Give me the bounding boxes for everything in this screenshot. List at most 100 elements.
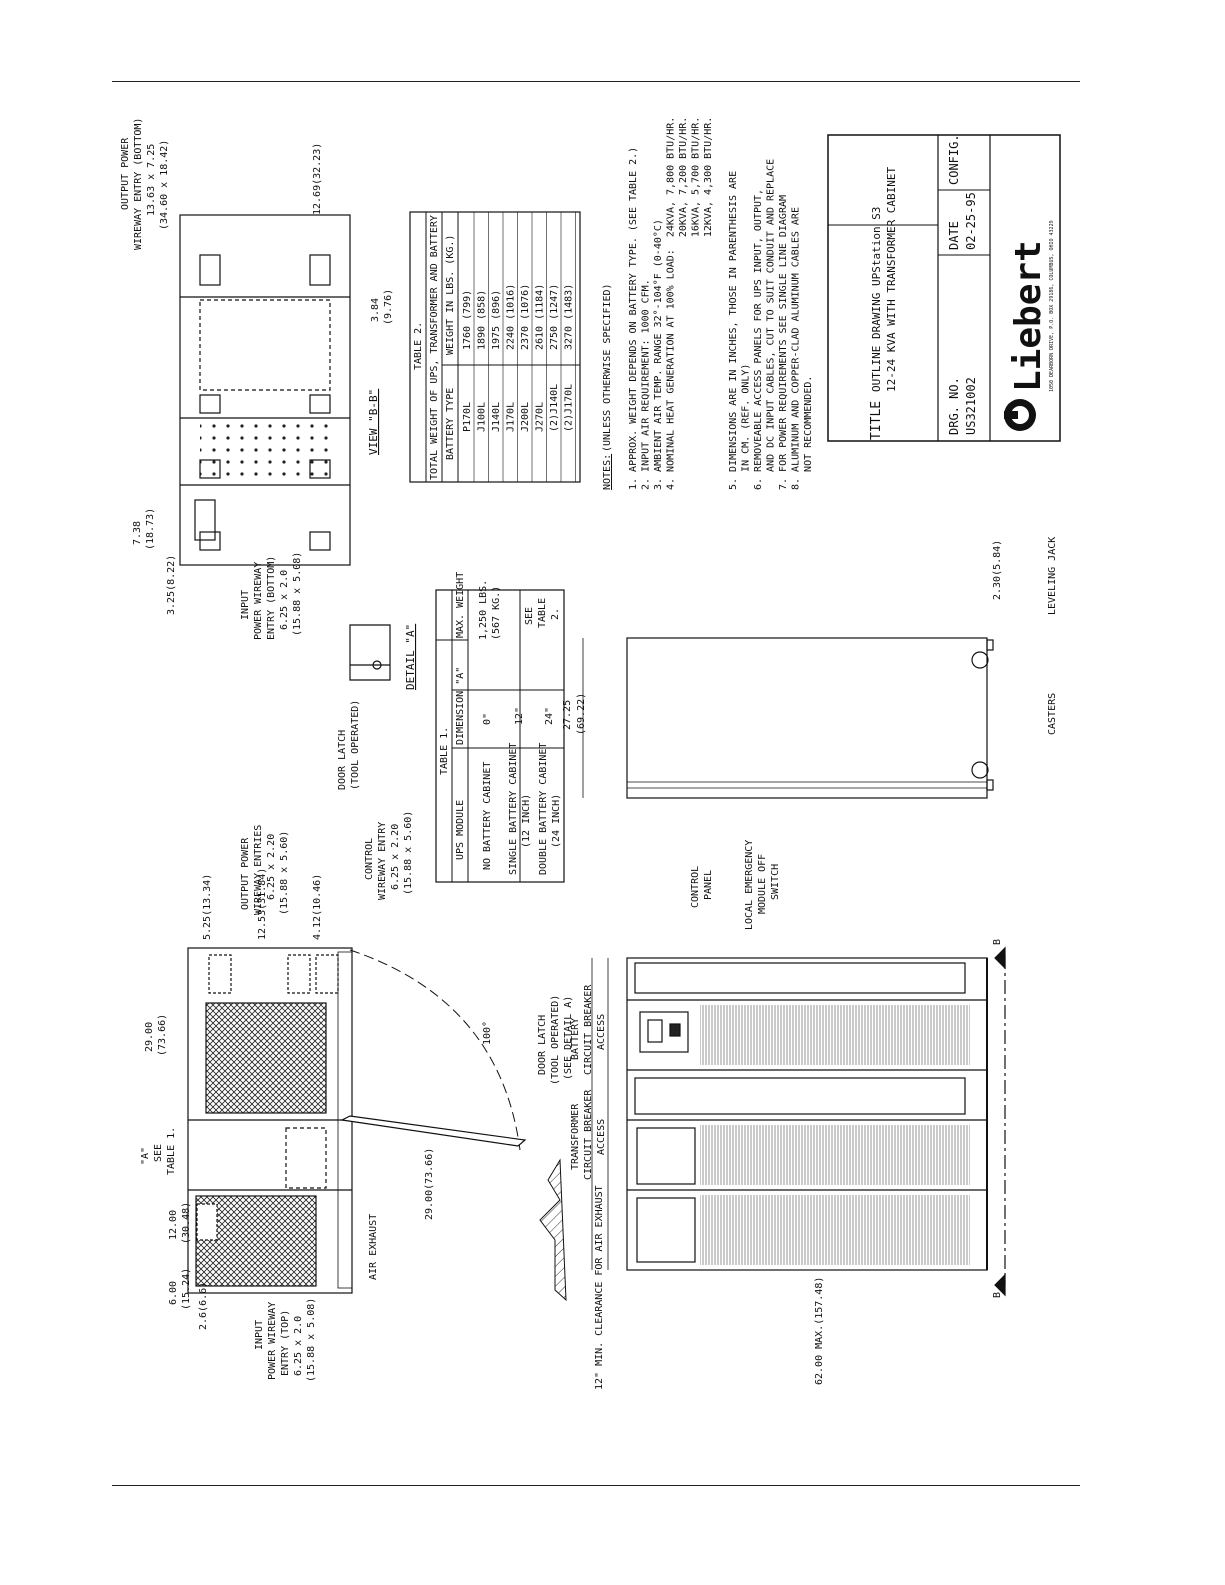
svg-text:BATTERY: BATTERY	[570, 1018, 581, 1060]
open-door-leaf	[340, 1115, 527, 1147]
table-1-row: DOUBLE BATTERY CABINET (24 INCH) 24"	[538, 707, 562, 875]
svg-text:J270L: J270L	[535, 402, 546, 432]
svg-text:6.25 x 2.20: 6.25 x 2.20	[266, 834, 277, 900]
bottom-dim-3b: (9.76)	[383, 289, 394, 325]
table-2-title: TABLE 2.	[413, 322, 424, 370]
svg-text:SINGLE BATTERY CABINET: SINGLE BATTERY CABINET	[508, 743, 519, 875]
front-louvers-battery	[700, 1125, 970, 1185]
note-line: IN CM. (REF. ONLY)	[741, 364, 752, 490]
svg-text:POWER WIREWAY: POWER WIREWAY	[267, 1302, 278, 1380]
svg-text:6.25 x 2.0: 6.25 x 2.0	[279, 570, 290, 630]
svg-text:2750 (1247): 2750 (1247)	[549, 284, 560, 350]
svg-text:DOOR LATCH: DOOR LATCH	[537, 1015, 548, 1075]
bottom-input-entry	[194, 499, 216, 541]
svg-text:ENTRY (BOTTOM): ENTRY (BOTTOM)	[266, 556, 277, 640]
control-panel-label: CONTROL PANEL	[690, 866, 714, 908]
note-line: 2. INPUT AIR REQUIREMENT: 1000 CFM.	[641, 279, 652, 490]
caster-wheel	[971, 651, 989, 669]
svg-text:SEE: SEE	[524, 607, 535, 625]
svg-text:J200L: J200L	[520, 402, 531, 432]
svg-text:(15.88 x 5.08): (15.88 x 5.08)	[292, 552, 303, 636]
detail-a-labels: DOOR LATCH (TOOL OPERATED) DETAIL "A"	[337, 624, 417, 790]
top-input-entry	[196, 1203, 218, 1241]
top-dim-2b: (15.24)	[181, 1268, 192, 1310]
jack-dim-label: 2.30(5.84)	[992, 540, 1003, 600]
front-view-clearance	[539, 958, 609, 1302]
svg-text:J140L: J140L	[491, 402, 502, 432]
detail-a-latch-shape	[349, 624, 391, 681]
section-mark-top: B	[992, 939, 1003, 945]
svg-text:P170L: P170L	[462, 402, 473, 432]
top-dim-4c: TABLE 1.	[166, 1127, 177, 1175]
svg-text:24": 24"	[544, 707, 555, 725]
top-dim-5a: 29.00	[144, 1022, 155, 1052]
side-view	[582, 637, 994, 799]
front-louvers-ups	[700, 1005, 970, 1065]
note-line: 3. AMBIENT AIR TEMP. RANGE 32°-104°F (0-…	[653, 219, 664, 490]
battery-cb-label: BATTERY CIRCUIT BREAKER ACCESS	[570, 984, 607, 1075]
note-line: 1. APPROX. WEIGHT DEPENDS ON BATTERY TYP…	[628, 147, 639, 490]
bottom-dim-4: 12.69(32.23)	[312, 143, 323, 215]
svg-text:6.25 x 2.20: 6.25 x 2.20	[390, 824, 401, 890]
bottom-perforated-area	[200, 422, 330, 480]
svg-text:2240 (1016): 2240 (1016)	[506, 284, 517, 350]
drg-value: US321002	[964, 377, 978, 435]
title-block: TITLE OUTLINE DRAWING UPStation S3 12-24…	[827, 134, 1061, 442]
table-1: TABLE 1. UPS MODULE DIMENSION "A" MAX. W…	[435, 572, 565, 883]
svg-text:1760 (799): 1760 (799)	[462, 290, 473, 350]
title-label: TITLE	[869, 401, 884, 440]
svg-text:LOCAL EMERGENCY: LOCAL EMERGENCY	[744, 840, 755, 930]
top-dim-2a: 6.00	[168, 1281, 179, 1305]
top-door-panel	[285, 1127, 327, 1189]
svg-text:(SEE DETAIL A): (SEE DETAIL A)	[563, 996, 574, 1080]
note-line: 5. DIMENSIONS ARE IN INCHES, THOSE IN PA…	[728, 171, 739, 490]
bottom-dim-2b: (18.73)	[145, 508, 156, 550]
front-blank-panel	[634, 962, 966, 994]
svg-text:6.25 x 2.0: 6.25 x 2.0	[293, 1316, 304, 1376]
top-output-entry-2	[287, 954, 311, 994]
date-value: 02-25-95	[964, 192, 978, 250]
bottom-view-labels: VIEW "B-B" INPUT POWER WIREWAY ENTRY (BO…	[120, 118, 394, 640]
clearance-label: 12" MIN. CLEARANCE FOR AIR EXHAUST	[594, 1185, 605, 1390]
svg-text:POWER WIREWAY: POWER WIREWAY	[253, 562, 264, 640]
svg-text:1050 DEARBORN DRIVE, P.O. BOX: 1050 DEARBORN DRIVE, P.O. BOX 29186, COL…	[1049, 220, 1055, 392]
note-line: AND DC INPUT CABLES, CUT TO SUIT CONDUIT…	[766, 159, 777, 490]
svg-text:(15.88 x 5.60): (15.88 x 5.60)	[403, 811, 414, 895]
casters-label: CASTERS	[1047, 693, 1058, 735]
svg-text:MODULE OFF: MODULE OFF	[757, 854, 768, 914]
liebert-logo: Liebert 1050 DEARBORN DRIVE, P.O. BOX 29…	[1004, 220, 1055, 431]
svg-text:(34.60 x 18.42): (34.60 x 18.42)	[159, 140, 170, 230]
bottom-view	[179, 214, 351, 566]
table-1-header-dim: DIMENSION "A"	[455, 667, 466, 745]
svg-text:13.63 x 7.25: 13.63 x 7.25	[146, 144, 157, 216]
note-line: 8. ALUMINUM AND COPPER-CLAD ALUMINUM CAB…	[791, 207, 802, 490]
svg-text:WIREWAY ENTRY: WIREWAY ENTRY	[377, 822, 388, 900]
table-2-subtitle: TOTAL WEIGHT OF UPS, TRANSFORMER AND BAT…	[429, 215, 440, 480]
svg-text:3270 (1483): 3270 (1483)	[564, 284, 575, 350]
svg-text:12": 12"	[514, 707, 525, 725]
table-1-title: TABLE 1.	[439, 727, 450, 775]
table-1-header-module: UPS MODULE	[455, 800, 466, 860]
svg-text:2370 (1076): 2370 (1076)	[520, 284, 531, 350]
transformer-cb-access-door	[636, 1197, 696, 1263]
svg-text:OUTPUT POWER: OUTPUT POWER	[240, 837, 251, 910]
table-2-header-weight: WEIGHT IN LBS. (KG.)	[445, 235, 456, 355]
svg-text:CIRCUIT BREAKER: CIRCUIT BREAKER	[583, 984, 594, 1075]
air-exhaust-label: AIR EXHAUST	[368, 1214, 379, 1280]
drg-label: DRG. NO.	[947, 377, 961, 435]
section-mark-bottom: B	[992, 1292, 1003, 1298]
table-2-row: J200L 2370 (1076)	[520, 212, 533, 482]
battery-cb-access-door	[636, 1127, 696, 1185]
note-line: 12KVA, 4,300 BTU/HR.	[703, 117, 714, 490]
table-2-row: P170L 1760 (799)	[462, 212, 475, 482]
door-swing-arc	[349, 949, 521, 1151]
svg-text:SWITCH: SWITCH	[770, 864, 781, 900]
svg-text:TRANSFORMER: TRANSFORMER	[570, 1103, 581, 1170]
svg-text:1,250 LBS.: 1,250 LBS.	[478, 580, 489, 640]
table-1-row: SINGLE BATTERY CABINET (12 INCH) 12" SEE…	[508, 598, 561, 875]
side-depth-b: (69.22)	[576, 693, 587, 735]
